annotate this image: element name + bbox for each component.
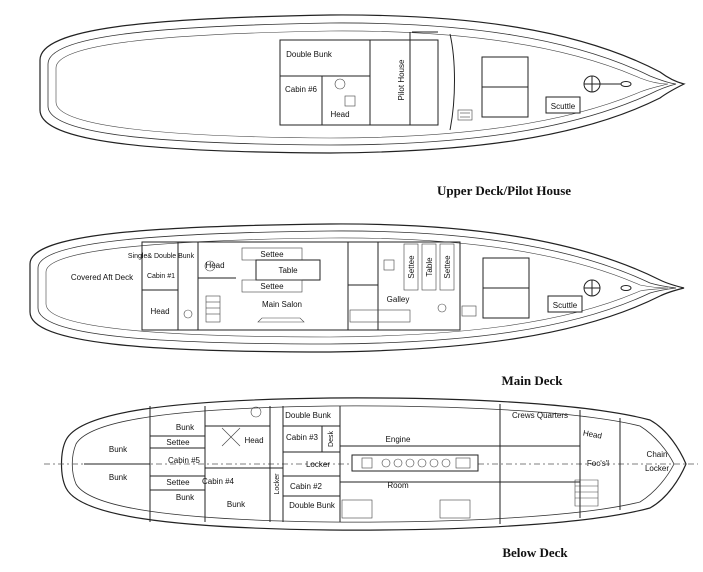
label-double-bunk-upper: Double Bunk <box>286 50 333 59</box>
main-deck-title: Main Deck <box>501 373 563 388</box>
label-head-fwd: Head <box>582 428 602 440</box>
upper-scuttle-box <box>545 96 581 114</box>
main-hull-outline <box>29 223 685 353</box>
below-deck-title: Below Deck <box>502 545 568 560</box>
label-scuttle-main: Scuttle <box>553 301 578 310</box>
label-settee-top: Settee <box>260 250 284 259</box>
label-galley-table: Table <box>425 257 434 277</box>
below-hull-inner <box>71 405 675 523</box>
upper-hull-inner <box>47 22 677 146</box>
label-head-main-fwd: Head <box>205 261 224 270</box>
label-cabin4: Cabin #4 <box>202 477 235 486</box>
below-hull-outline <box>60 397 687 531</box>
below-head-toilet <box>250 406 262 418</box>
label-crews-quarters: Crews Quarters <box>512 411 568 420</box>
label-double-bunk-2: Double Bunk <box>289 501 336 510</box>
label-bunk-aft-1: Bunk <box>109 445 128 454</box>
main-hull-inner <box>37 230 677 345</box>
label-cabin2: Cabin #2 <box>290 482 323 491</box>
label-locker-vertical: Locker <box>274 473 281 495</box>
upper-hatch-fwd <box>481 86 529 118</box>
label-main-salon: Main Salon <box>262 300 302 309</box>
label-galley: Galley <box>387 295 410 304</box>
label-covered-aft-deck: Covered Aft Deck <box>71 273 134 282</box>
label-room: Room <box>387 481 409 490</box>
label-pilot-house: Pilot House <box>397 59 406 100</box>
engine-block <box>351 454 479 472</box>
main-hatch-aft <box>482 257 530 289</box>
label-bunk-top-left: Bunk <box>176 423 195 432</box>
label-cabin5: Cabin #5 <box>168 456 201 465</box>
label-focsl: Foc's'l <box>587 459 609 468</box>
label-bunk-center: Bunk <box>227 500 246 509</box>
label-galley-settee-1: Settee <box>407 255 416 279</box>
label-head-below: Head <box>244 436 263 445</box>
label-chain-locker: Locker <box>645 464 669 473</box>
main-scuttle-box <box>547 295 583 313</box>
label-desk: Desk <box>328 431 335 447</box>
label-settee-2: Settee <box>166 478 190 487</box>
below-deck-plan: Bunk Bunk Bunk Settee Cabin #5 Settee Bu… <box>44 397 698 531</box>
upper-head-toilet <box>334 78 346 90</box>
label-head-main-aft: Head <box>150 307 169 316</box>
upper-hull-outline <box>39 14 686 154</box>
label-cabin6-line: Cabin #6 <box>285 85 318 94</box>
label-scuttle-upper: Scuttle <box>551 102 576 111</box>
upper-deck-plan: Double Bunk Cabin #6 Head Pilot House Sc… <box>39 14 686 154</box>
label-settee-1: Settee <box>166 438 190 447</box>
label-table-main: Table <box>278 266 298 275</box>
pilot-house-room <box>369 39 439 126</box>
label-cabin1: Cabin #1 <box>147 273 175 280</box>
upper-deck-title: Upper Deck/Pilot House <box>437 183 571 198</box>
label-bunk-bottom-left: Bunk <box>176 493 195 502</box>
label-double-bunk-1: Double Bunk <box>285 411 332 420</box>
main-deck-plan: Covered Aft Deck Single& Double Bunk Cab… <box>29 223 685 353</box>
main-deckhouse <box>141 241 461 331</box>
label-engine: Engine <box>386 435 411 444</box>
label-chain: Chain <box>647 450 668 459</box>
label-single-double-bunk: Single& Double Bunk <box>128 253 195 260</box>
label-locker: Locker <box>306 460 330 469</box>
main-hatch-fwd <box>482 287 530 319</box>
label-settee-bottom: Settee <box>260 282 284 291</box>
label-bunk-aft-2: Bunk <box>109 473 128 482</box>
label-cabin3: Cabin #3 <box>286 433 319 442</box>
upper-hatch-aft <box>481 56 529 88</box>
label-galley-settee-2: Settee <box>443 255 452 279</box>
label-head-upper: Head <box>330 110 349 119</box>
